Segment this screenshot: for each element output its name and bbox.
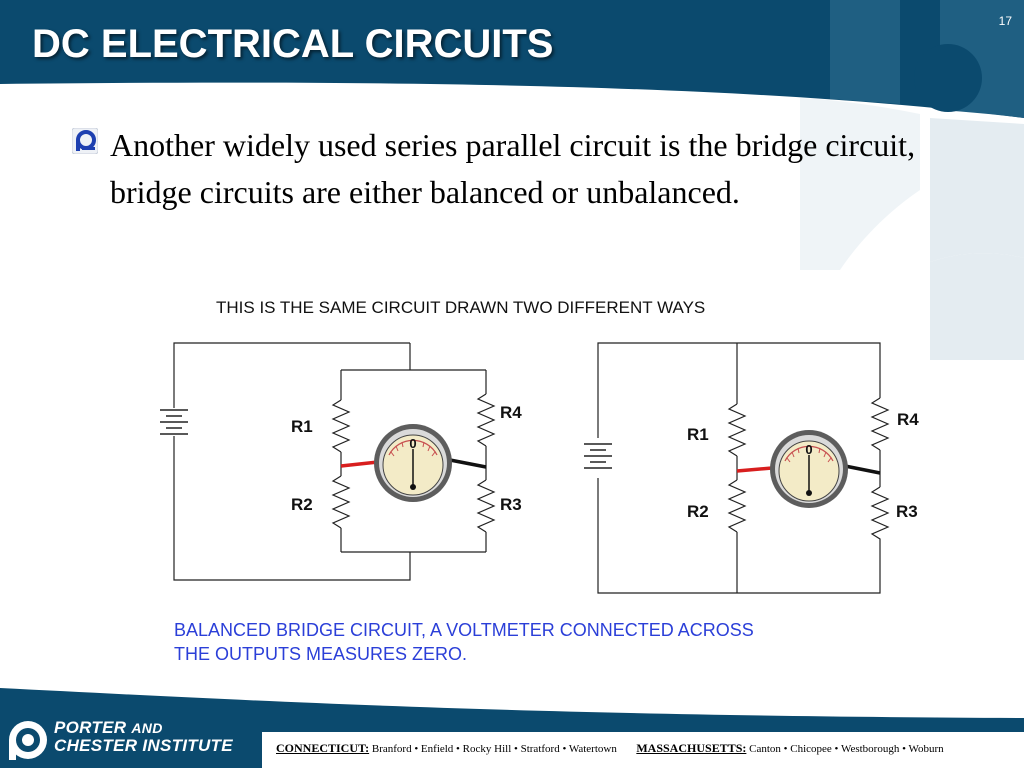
- footer-locations: CONNECTICUT: Branford • Enfield • Rocky …: [276, 741, 944, 756]
- right-r4-resistor: [870, 397, 890, 451]
- bullet-logo-icon: [72, 128, 98, 154]
- brand-chester: CHESTER INSTITUTE: [54, 736, 233, 755]
- right-meter-reading: 0: [805, 442, 812, 457]
- footer-strip: [262, 732, 1024, 768]
- left-red-lead: [340, 460, 379, 468]
- right-r3-label: R3: [896, 502, 918, 521]
- footer-towns-ct: Branford • Enfield • Rocky Hill • Stratf…: [371, 743, 617, 755]
- left-r1-label: R1: [291, 417, 313, 436]
- left-r2-label: R2: [291, 495, 313, 514]
- right-red-lead: [736, 466, 773, 473]
- diagram-caption: BALANCED BRIDGE CIRCUIT, A VOLTMETER CON…: [174, 618, 874, 666]
- left-r3-resistor: [476, 479, 496, 533]
- header-band: [0, 0, 1024, 118]
- right-r1-label: R1: [687, 425, 709, 444]
- brand-porter: PORTER: [54, 718, 127, 737]
- left-black-lead: [449, 458, 487, 469]
- footer-state-ct: CONNECTICUT:: [276, 741, 370, 755]
- slide-number: 17: [998, 14, 1012, 28]
- left-circuit: [173, 342, 496, 581]
- left-meter-reading: 0: [409, 436, 416, 451]
- caption-line-2: THE OUTPUTS MEASURES ZERO.: [174, 644, 468, 664]
- right-r4-label: R4: [897, 410, 919, 429]
- footer-towns-ma: Canton • Chicopee • Westborough • Woburn: [749, 743, 944, 755]
- brand-and: AND: [131, 720, 163, 736]
- header-watermark-hole: [914, 44, 982, 112]
- slide-title: DC ELECTRICAL CIRCUITS: [32, 22, 554, 66]
- left-battery-icon: [160, 409, 188, 435]
- diagram-heading: THIS IS THE SAME CIRCUIT DRAWN TWO DIFFE…: [216, 298, 705, 317]
- right-r2-resistor: [727, 479, 747, 533]
- right-r3-resistor: [870, 486, 890, 545]
- right-black-lead: [844, 464, 881, 475]
- footer-state-ma: MASSACHUSETTS:: [636, 741, 747, 755]
- pci-logo-icon: [9, 721, 47, 760]
- left-voltmeter-icon: [374, 424, 452, 502]
- left-r1-resistor: [331, 399, 351, 453]
- right-r2-label: R2: [687, 502, 709, 521]
- right-r1-resistor: [727, 403, 747, 457]
- right-circuit: [597, 342, 890, 594]
- left-r2-resistor: [331, 475, 351, 529]
- left-r4-resistor: [476, 393, 496, 447]
- left-r3-label: R3: [500, 495, 522, 514]
- right-battery-icon: [584, 443, 612, 469]
- bullet-text: Another widely used series parallel circ…: [110, 127, 916, 210]
- right-voltmeter-icon: [770, 430, 848, 508]
- left-r4-label: R4: [500, 403, 522, 422]
- caption-line-1: BALANCED BRIDGE CIRCUIT, A VOLTMETER CON…: [174, 620, 754, 640]
- watermark-logo: [800, 98, 1024, 360]
- footer-brand: PORTER AND CHESTER INSTITUTE: [54, 719, 233, 754]
